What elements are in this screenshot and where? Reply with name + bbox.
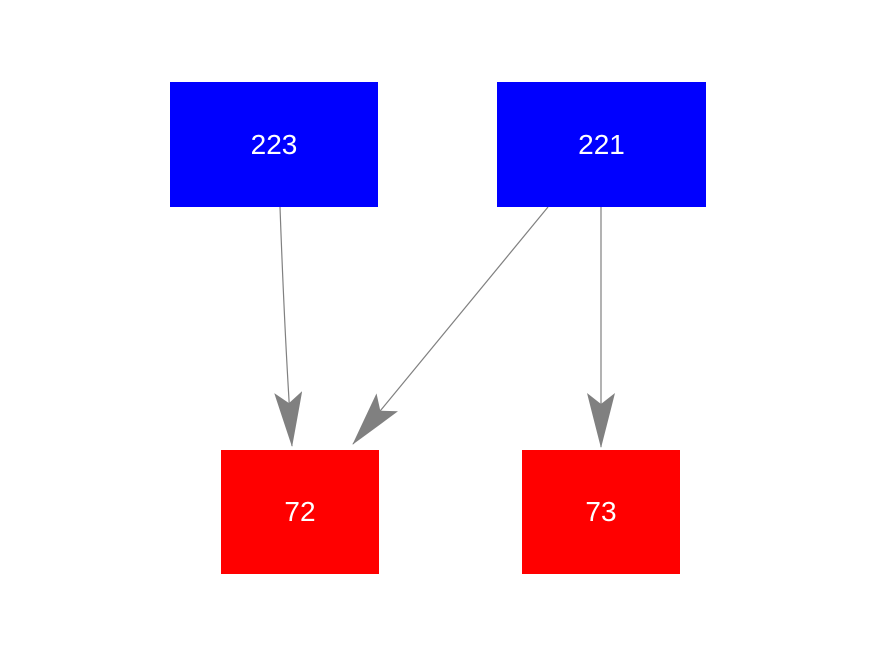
- node-223-label: 223: [250, 128, 298, 160]
- node-73-label: 73: [585, 496, 617, 527]
- node-221-label: 221: [578, 128, 625, 160]
- node-221: 221: [497, 82, 706, 207]
- node-72-label: 72: [284, 496, 316, 527]
- edge-221-to-72: [352, 206, 549, 445]
- edge-223-to-72: [274, 206, 303, 447]
- node-72: 72: [221, 450, 379, 574]
- node-73: 73: [522, 450, 680, 574]
- node-223: 223: [170, 82, 378, 207]
